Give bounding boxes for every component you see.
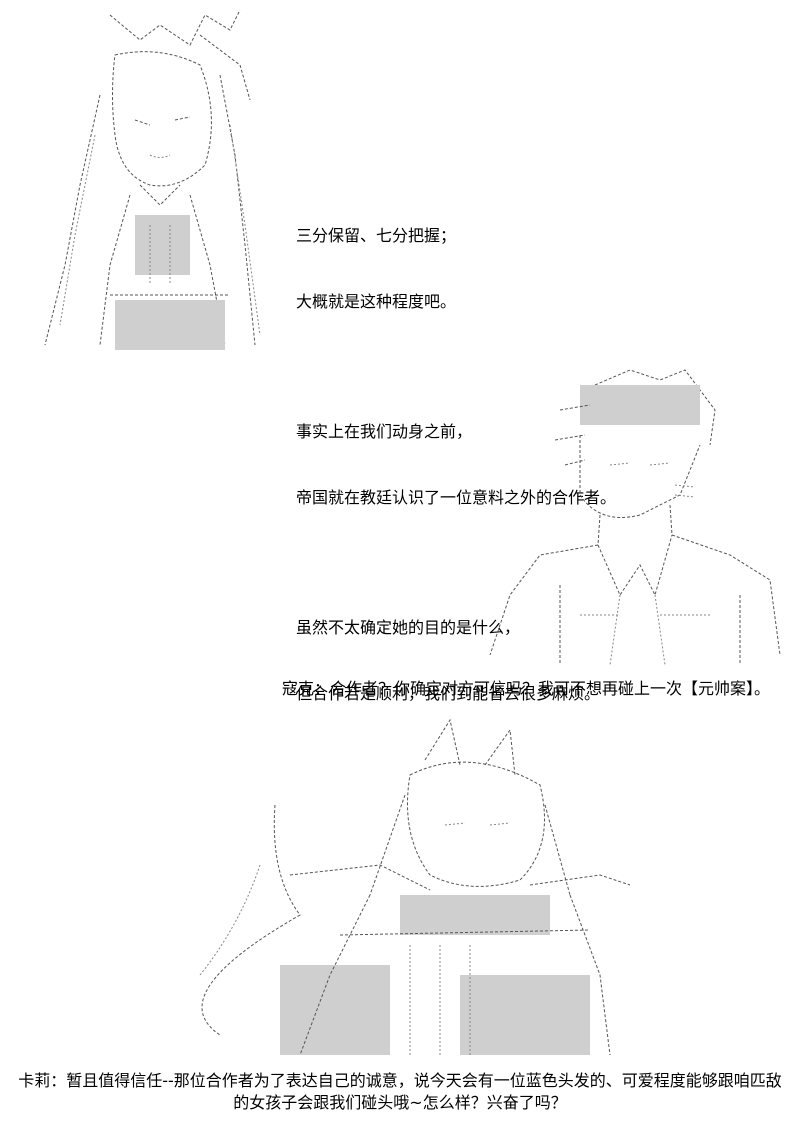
panel-2: 寇克：合作者？你确定对方可信吗？我可不想再碰上一次【元帅案】。	[0, 365, 800, 705]
narration-line: 帝国就在教廷认识了一位意料之外的合作者。	[296, 488, 617, 507]
narration-line: 事实上在我们动身之前，	[296, 422, 473, 441]
kali-dialogue-line-2: 的女孩子会跟我们碰头哦~怎么样？兴奋了吗？	[233, 1093, 567, 1112]
ascii-art-man-figure	[480, 365, 790, 680]
kali-dialogue-line-1: 卡莉：暂且值得信任--那位合作者为了表达自己的诚意，说今天会有一位蓝色头发的、可…	[18, 1071, 782, 1090]
panel-3: 卡莉：暂且值得信任--那位合作者为了表达自己的诚意，说今天会有一位蓝色头发的、可…	[0, 715, 800, 1131]
narration-line: 虽然不太确定她的目的是什么，	[296, 618, 521, 637]
narration-line: 但合作若是顺利，我们到能省去很多麻烦。	[296, 684, 601, 703]
panel-1: 三分保留、七分把握； 大概就是这种程度吧。 事实上在我们动身之前， 帝国就在教廷…	[0, 0, 800, 703]
ascii-art-fox-girl-figure	[170, 715, 640, 1065]
narration-block: 三分保留、七分把握； 大概就是这种程度吧。 事实上在我们动身之前， 帝国就在教廷…	[296, 181, 616, 749]
ascii-art-girl-figure	[40, 5, 265, 365]
kouke-dialogue: 寇克：合作者？你确定对方可信吗？我可不想再碰上一次【元帅案】。	[282, 679, 771, 698]
narration-line: 三分保留、七分把握；	[296, 226, 457, 245]
narration-line: 大概就是这种程度吧。	[296, 292, 457, 311]
